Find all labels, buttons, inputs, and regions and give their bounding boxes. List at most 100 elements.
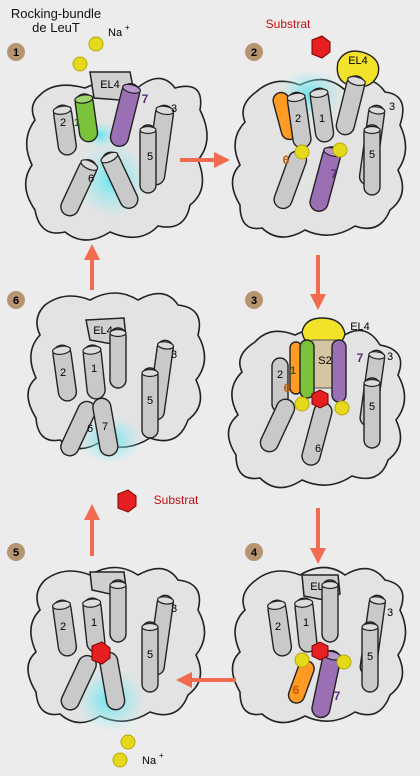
helix-1-label: 1 bbox=[290, 365, 296, 377]
helix-7-label: 7 bbox=[331, 167, 338, 181]
helix-8 bbox=[100, 151, 139, 209]
substrate-label: Substrat bbox=[154, 493, 199, 507]
step-badge bbox=[245, 543, 263, 561]
helix-6-label: 6 bbox=[87, 423, 93, 435]
step-badge bbox=[7, 43, 25, 61]
helix-3-label: 3 bbox=[171, 603, 177, 615]
sodium-ion bbox=[336, 654, 352, 670]
step-number: 1 bbox=[13, 47, 19, 59]
sodium-ion bbox=[334, 400, 350, 416]
helix-5-label: 5 bbox=[369, 149, 375, 161]
helix-7-top bbox=[109, 579, 127, 643]
sodium-ion bbox=[332, 142, 348, 158]
step-number: 6 bbox=[13, 295, 19, 307]
helix-5-label: 5 bbox=[369, 401, 375, 413]
step-badge bbox=[7, 543, 25, 561]
helix-2-label: 2 bbox=[275, 621, 281, 633]
substrate-label: Substrat bbox=[266, 17, 311, 31]
step-badge bbox=[7, 291, 25, 309]
helix-2-label: 2 bbox=[295, 113, 301, 125]
helix-6b-label: 6 bbox=[315, 443, 321, 455]
helix-2-label: 2 bbox=[60, 621, 66, 633]
sodium-ion bbox=[88, 36, 104, 52]
sodium-ion bbox=[72, 56, 88, 72]
el4-label: EL4 bbox=[350, 321, 370, 333]
substrate bbox=[311, 35, 331, 59]
helix-5 bbox=[141, 367, 159, 439]
helix-7-label: 7 bbox=[102, 421, 108, 433]
helix-5-label: 5 bbox=[367, 651, 373, 663]
helix-5 bbox=[363, 124, 381, 196]
helix-6-label: 6 bbox=[293, 683, 300, 697]
sodium-label: Na bbox=[108, 27, 123, 39]
helix-1-label: 1 bbox=[91, 617, 97, 629]
helix-7-label: 7 bbox=[334, 689, 341, 703]
step-badge bbox=[245, 291, 263, 309]
step-badge bbox=[245, 43, 263, 61]
helix-6-label: 6 bbox=[284, 381, 291, 395]
helix-6 bbox=[60, 654, 97, 711]
helix-5 bbox=[361, 621, 379, 693]
title-line1: Rocking-bundle bbox=[11, 6, 101, 21]
helix-3-label: 3 bbox=[387, 607, 393, 619]
sodium-charge: + bbox=[125, 23, 130, 32]
helix-5 bbox=[363, 377, 381, 449]
helix-3-label: 3 bbox=[389, 101, 395, 113]
helix-3-label: 3 bbox=[171, 349, 177, 361]
helix-7-label: 7 bbox=[357, 351, 364, 365]
s2-label: S2 bbox=[318, 355, 331, 367]
helix-5 bbox=[139, 124, 157, 194]
panel-step-2: EL4 Substrat 2 1 3 5 bbox=[231, 17, 407, 238]
panel-step-3: EL4 S2 2 1 7 3 5 6 bbox=[227, 291, 406, 489]
helix-1-label: 1 bbox=[74, 117, 80, 129]
helix-1 bbox=[82, 597, 106, 653]
el4-label: EL4 bbox=[93, 325, 113, 337]
panel-step-5: 2 1 3 5 Na + 5 bbox=[7, 543, 206, 768]
helix-7-top bbox=[331, 339, 347, 403]
helix-1 bbox=[299, 339, 315, 399]
panel-step-4: EL4 2 1 3 5 6 7 bbox=[231, 543, 407, 724]
helix-2-label: 2 bbox=[277, 369, 283, 381]
helix-2 bbox=[266, 599, 293, 657]
helix-6 bbox=[60, 400, 97, 457]
sodium-ion bbox=[120, 734, 136, 750]
helix-1-label: 1 bbox=[91, 363, 97, 375]
helix-3-label: 3 bbox=[171, 103, 177, 115]
sodium-ion bbox=[112, 752, 128, 768]
helix-1 bbox=[309, 87, 335, 143]
helix-1 bbox=[294, 597, 318, 653]
substrate bbox=[91, 641, 111, 665]
helix-7 bbox=[109, 82, 141, 148]
step-number: 3 bbox=[251, 295, 257, 307]
helix-7 bbox=[92, 397, 119, 457]
helix-7-label: 7 bbox=[142, 92, 149, 106]
sodium-ion bbox=[294, 396, 310, 412]
helix-7-top bbox=[321, 579, 339, 643]
helix-6-label: 6 bbox=[88, 173, 94, 185]
helix-2-label: 2 bbox=[60, 367, 66, 379]
helix-3-label: 3 bbox=[387, 351, 393, 363]
helix-1-label: 1 bbox=[319, 113, 325, 125]
helix-6 bbox=[60, 158, 99, 217]
helix-2-label: 2 bbox=[60, 117, 66, 129]
step-number: 5 bbox=[13, 547, 19, 559]
sodium-label: Na bbox=[142, 755, 157, 767]
helix-7-top bbox=[109, 327, 127, 389]
el4-label: EL4 bbox=[348, 55, 368, 67]
helix-5 bbox=[141, 621, 159, 693]
sodium-charge: + bbox=[159, 751, 164, 760]
helix-2 bbox=[51, 344, 78, 402]
helix-5-label: 5 bbox=[147, 649, 153, 661]
substrate bbox=[311, 389, 329, 409]
helix-5-label: 5 bbox=[147, 395, 153, 407]
helix-6-bottom bbox=[259, 398, 296, 453]
panel-step-6: EL4 2 1 3 5 6 7 bbox=[7, 291, 206, 513]
sodium-ion bbox=[294, 144, 310, 160]
helix-1 bbox=[74, 93, 99, 143]
helix-2 bbox=[51, 599, 78, 657]
panel-step-1: EL4 2 1 7 3 5 6 bbox=[7, 23, 208, 241]
helix-1 bbox=[82, 344, 106, 400]
helix-7-top bbox=[335, 75, 366, 136]
